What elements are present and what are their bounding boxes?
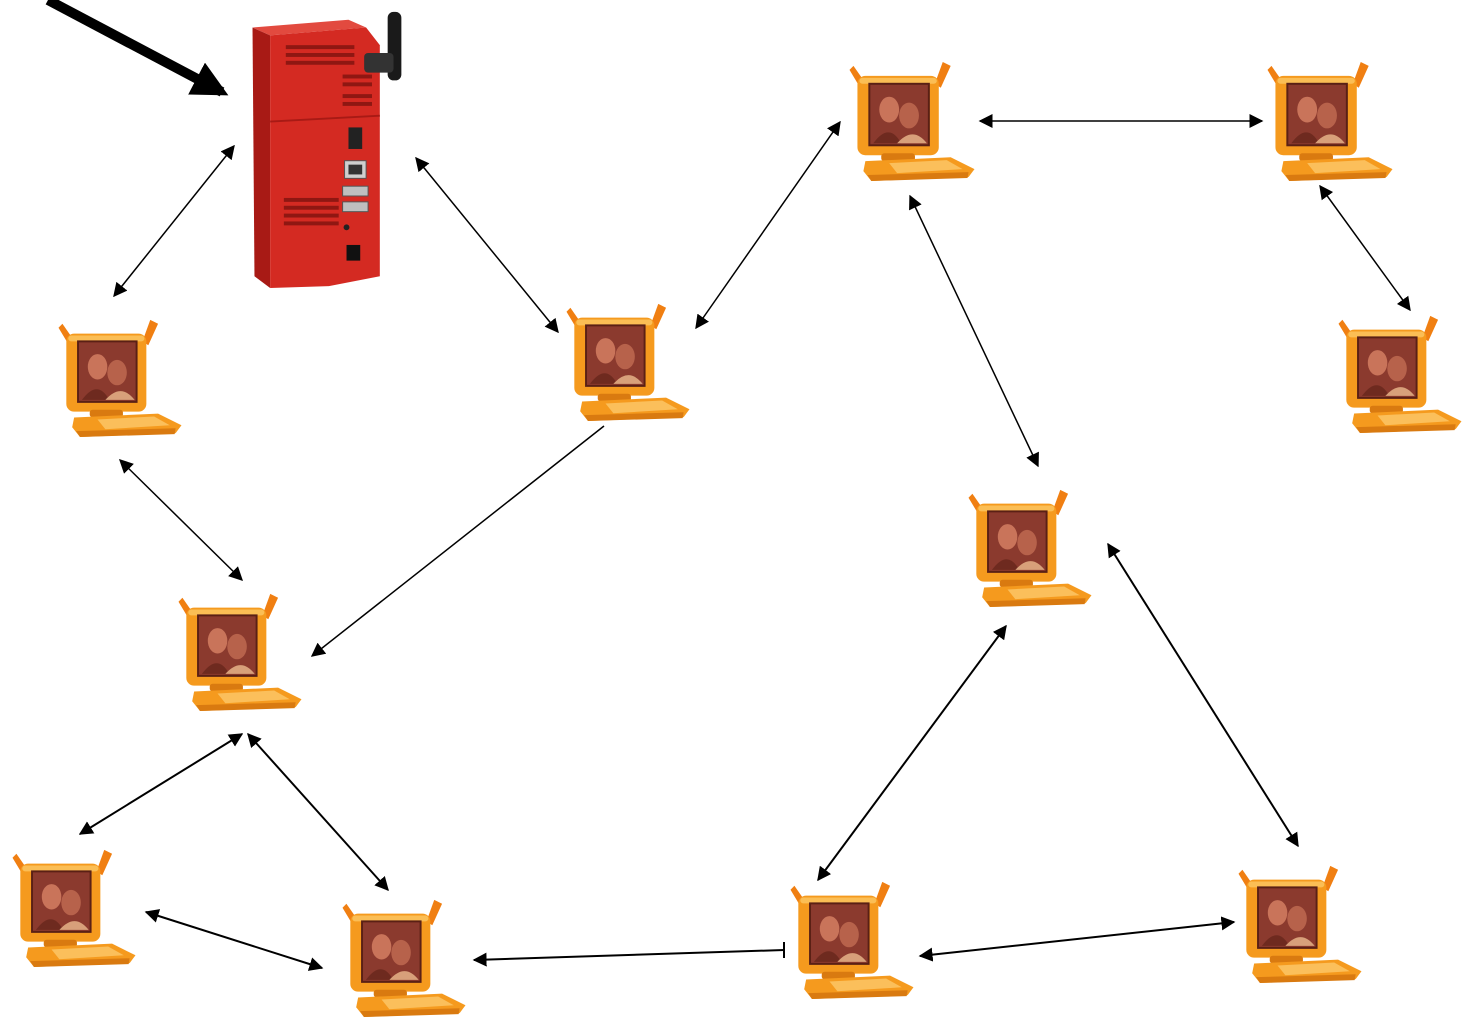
link-laptop-10-laptop-9 xyxy=(472,949,785,967)
link-laptop-4-laptop-9 xyxy=(144,909,324,971)
laptop-icon-8 xyxy=(967,488,1093,608)
laptops-layer xyxy=(11,60,1463,1018)
laptop-icon-6 xyxy=(1266,60,1394,182)
laptop-icon-7 xyxy=(1337,314,1463,434)
router-icon xyxy=(251,10,403,290)
link-laptop-3-laptop-4 xyxy=(78,733,244,835)
laptop-icon-2 xyxy=(565,302,691,422)
link-router-laptop-1 xyxy=(113,144,235,298)
link-laptop-10-laptop-11 xyxy=(918,916,1236,962)
links-layer xyxy=(78,114,1411,971)
link-laptop-2-laptop-5 xyxy=(695,120,841,330)
link-laptop-2-laptop-3 xyxy=(310,425,605,657)
laptop-icon-3 xyxy=(177,592,303,712)
link-laptop-6-laptop-7 xyxy=(1319,184,1411,312)
laptop-icon-11 xyxy=(1237,864,1363,984)
laptop-icon-9 xyxy=(341,898,467,1018)
link-laptop-3-laptop-9 xyxy=(247,732,389,892)
laptop-icon-10 xyxy=(789,880,915,1000)
laptop-icon-5 xyxy=(848,60,976,182)
pointer-arrow xyxy=(45,0,229,97)
link-laptop-1-laptop-3 xyxy=(119,459,243,581)
link-router-laptop-2 xyxy=(415,156,559,334)
link-laptop-8-laptop-11 xyxy=(1107,542,1299,848)
laptop-icon-4 xyxy=(11,848,137,968)
link-laptop-10-laptop-8 xyxy=(817,624,1007,882)
laptop-icon-1 xyxy=(57,318,183,438)
link-laptop-5-laptop-8 xyxy=(909,194,1039,468)
